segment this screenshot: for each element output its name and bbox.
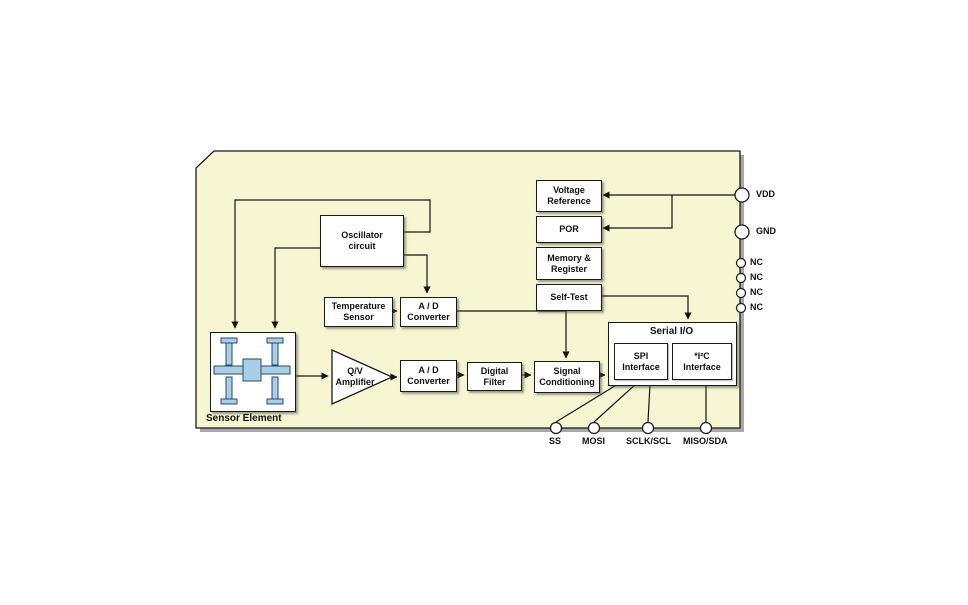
pin-vdd bbox=[734, 187, 750, 203]
pin-nc-label: NC bbox=[750, 257, 763, 267]
digital-filter-block: Digital Filter bbox=[467, 362, 522, 391]
sensor-element-label: Sensor Element bbox=[206, 413, 282, 424]
self-test-block: Self-Test bbox=[536, 284, 602, 311]
pin-gnd-label: GND bbox=[756, 226, 776, 236]
sensor-element-box bbox=[210, 332, 296, 412]
pin-gnd bbox=[734, 224, 750, 240]
pin-sclk-scl-label: SCLK/SCL bbox=[626, 436, 671, 446]
pin-nc-1 bbox=[735, 257, 747, 269]
qv-amplifier-triangle bbox=[331, 348, 394, 406]
pin-nc-2 bbox=[735, 272, 747, 284]
pin-sclk-scl bbox=[641, 421, 655, 435]
spi-interface-block: SPI Interface bbox=[614, 343, 668, 380]
memory-register-block: Memory & Register bbox=[536, 247, 602, 280]
pin-ss-label: SS bbox=[549, 436, 562, 446]
i2c-interface-block: *I²C Interface bbox=[672, 343, 732, 380]
temperature-sensor-block: Temperature Sensor bbox=[324, 297, 393, 327]
pin-nc-4 bbox=[735, 302, 747, 314]
voltage-reference-block: Voltage Reference bbox=[536, 180, 602, 212]
pin-ss bbox=[549, 421, 563, 435]
mems-structure-icon bbox=[213, 337, 291, 405]
adc-converter-bottom-block: A / D Converter bbox=[400, 360, 457, 392]
pin-mosi bbox=[587, 421, 601, 435]
qv-amplifier-label: Q/V Amplifier bbox=[335, 366, 375, 387]
signal-conditioning-block: Signal Conditioning bbox=[534, 361, 600, 393]
adc-converter-top-block: A / D Converter bbox=[400, 297, 457, 327]
pin-nc-label: NC bbox=[750, 272, 763, 282]
pin-vdd-label: VDD bbox=[756, 189, 776, 199]
oscillator-block: Oscillator circuit bbox=[320, 215, 404, 267]
pin-nc-label: NC bbox=[750, 302, 763, 312]
serial-io-title: Serial I/O bbox=[649, 326, 694, 337]
pin-miso-sda-label: MISO/SDA bbox=[683, 436, 728, 446]
por-block: POR bbox=[536, 216, 602, 243]
pin-miso-sda bbox=[699, 421, 713, 435]
pin-nc-label: NC bbox=[750, 287, 763, 297]
pin-nc-3 bbox=[735, 287, 747, 299]
pin-mosi-label: MOSI bbox=[582, 436, 606, 446]
